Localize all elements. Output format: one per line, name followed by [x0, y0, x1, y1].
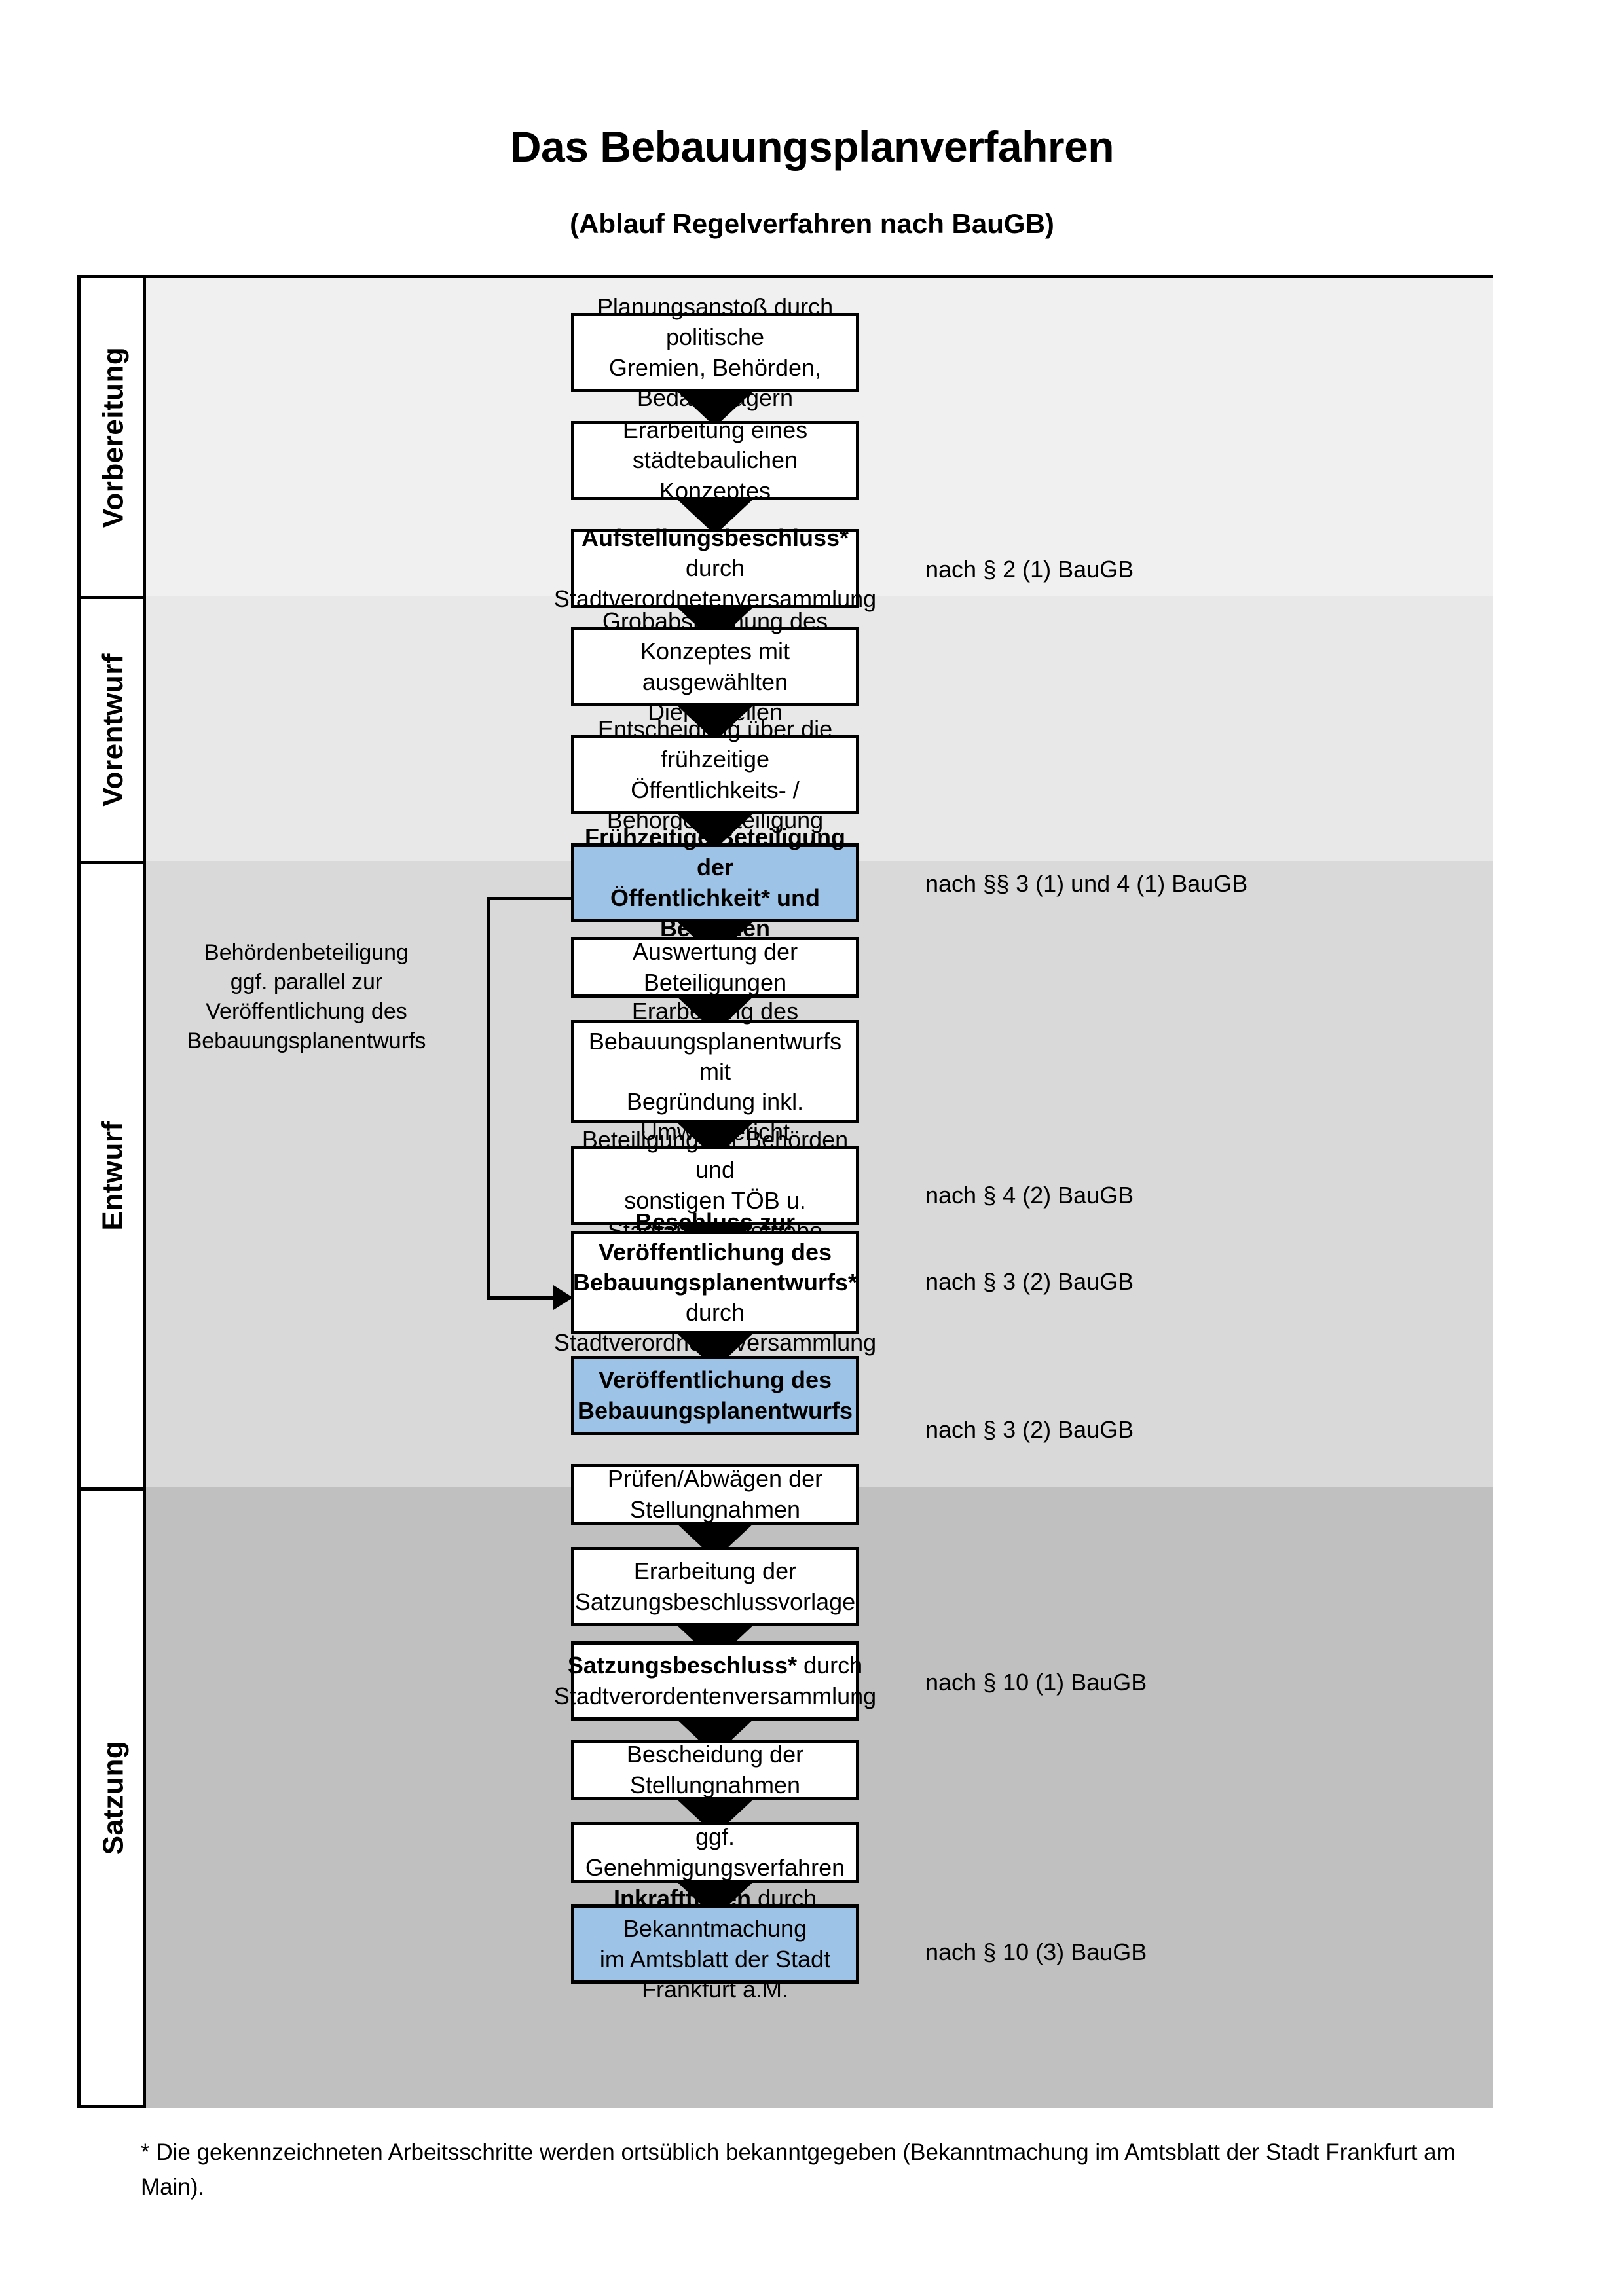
- arrow-1-2: [674, 389, 756, 427]
- step-box-10[interactable]: Beschluss zur Veröffentlichung des Bebau…: [554, 1209, 876, 1356]
- phase-cell-satzung: Satzung: [81, 1491, 146, 2105]
- phase-rail: Vorbereitung Vorentwurf Entwurf Satzung: [81, 278, 146, 2105]
- step-3-after-bold: durch: [685, 555, 745, 582]
- law-ref-5: nach § 3 (2) BauGB: [925, 1416, 1134, 1443]
- phase-label-satzung: Satzung: [97, 1740, 130, 1855]
- page-subtitle: (Ablauf Regelverfahren nach BauGB): [570, 208, 1054, 239]
- step-11-line-1: Veröffentlichung des: [598, 1366, 832, 1394]
- step-8-line-1: Erarbeitung des: [631, 997, 799, 1025]
- arrow-2-3: [674, 497, 756, 535]
- step-box-15[interactable]: Bescheidung der Stellungnahmen: [571, 1740, 859, 1800]
- step-box-5[interactable]: Entscheidung über die frühzeitige Öffent…: [571, 716, 859, 833]
- law-ref-6: nach § 10 (1) BauGB: [925, 1669, 1147, 1696]
- law-ref-4: nach § 3 (2) BauGB: [925, 1268, 1134, 1295]
- step-13-line-1: Erarbeitung der: [633, 1558, 797, 1585]
- step-10-after-bold: durch: [685, 1299, 745, 1326]
- law-ref-7: nach § 10 (3) BauGB: [925, 1939, 1147, 1965]
- step-15-line-1: Bescheidung der Stellungnahmen: [626, 1741, 804, 1798]
- step-1-line-1: Planungsanstoß durch politische: [597, 293, 834, 351]
- step-17-line-2: im Amtsblatt der Stadt Frankfurt a.M.: [599, 1945, 831, 2003]
- step-1-line-2: Gremien, Behörden, Bedarfsträgern: [608, 354, 822, 411]
- bypass-connector-vert: [487, 897, 490, 1300]
- step-4-line-1: Grobabstimmung des Konzeptes mit: [602, 608, 828, 665]
- step-box-11[interactable]: Veröffentlichung des Bebauungsplanentwur…: [571, 1356, 859, 1435]
- step-14-line-2: Stadtverordentenversammlung: [553, 1682, 877, 1709]
- phase-cell-vorentwurf: Vorentwurf: [81, 599, 146, 861]
- step-17-after-bold: durch Bekanntmachung: [623, 1885, 817, 1942]
- step-box-4[interactable]: Grobabstimmung des Konzeptes mit ausgewä…: [571, 608, 859, 725]
- bypass-connector-arrowhead: [553, 1285, 573, 1310]
- law-ref-2: nach §§ 3 (1) und 4 (1) BauGB: [925, 870, 1248, 897]
- step-box-14[interactable]: Satzungsbeschluss* durch Stadtverordente…: [554, 1641, 876, 1721]
- step-4-line-2: ausgewählten Dienststellen: [642, 668, 788, 725]
- step-13-line-2: Satzungsbeschlussvorlage: [574, 1588, 856, 1615]
- law-ref-3: nach § 4 (2) BauGB: [925, 1182, 1134, 1209]
- step-box-16[interactable]: ggf. Genehmigungsverfahren: [571, 1822, 859, 1883]
- step-box-17[interactable]: Inkrafttreten durch Bekanntmachung im Am…: [571, 1885, 859, 2003]
- step-box-7[interactable]: Auswertung der Beteiligungen: [571, 937, 859, 998]
- step-6-line-1: Frühzeitige Beteiligung der: [584, 824, 845, 881]
- step-14-after-bold: durch: [797, 1652, 863, 1679]
- phase-label-vorentwurf: Vorentwurf: [97, 653, 129, 807]
- step-16-line-1: ggf. Genehmigungsverfahren: [585, 1823, 845, 1881]
- bypass-connector-top: [487, 897, 572, 900]
- flowchart-frame: Vorbereitung Vorentwurf Entwurf Satzung …: [77, 275, 1493, 2108]
- step-box-6[interactable]: Frühzeitige Beteiligung der Öffentlichke…: [571, 824, 859, 941]
- arrow-5-6: [674, 811, 756, 849]
- phase-divider-1: [81, 596, 146, 599]
- side-note-behoerdenbeteiligung: Behördenbeteiligung ggf. parallel zur Ve…: [166, 938, 447, 1056]
- step-12-line-1: Prüfen/Abwägen der Stellungnahmen: [607, 1465, 823, 1523]
- step-10-bold: Beschluss zur Veröffentlichung des Bebau…: [572, 1208, 858, 1296]
- phase-divider-2: [81, 861, 146, 864]
- phase-cell-entwurf: Entwurf: [81, 864, 146, 1487]
- step-box-8[interactable]: Erarbeitung des Bebauungsplanentwurfs mi…: [571, 998, 859, 1145]
- side-note-line-2: ggf. parallel zur: [230, 969, 383, 994]
- step-box-2[interactable]: Erarbeitung eines städtebaulichen Konzep…: [571, 416, 859, 504]
- step-box-13[interactable]: Erarbeitung der Satzungsbeschlussvorlage: [571, 1547, 859, 1626]
- side-note-line-3: Veröffentlichung des: [206, 998, 407, 1024]
- bypass-connector-bottom: [487, 1296, 555, 1300]
- step-2-line-1: Erarbeitung eines städtebaulichen: [622, 416, 808, 474]
- phase-label-vorbereitung: Vorbereitung: [97, 346, 129, 528]
- step-5-line-1: Entscheidung über die frühzeitige: [597, 716, 833, 773]
- step-7-line-1: Auswertung der Beteiligungen: [632, 938, 798, 996]
- phase-cell-vorbereitung: Vorbereitung: [81, 278, 146, 596]
- step-box-12[interactable]: Prüfen/Abwägen der Stellungnahmen: [571, 1464, 859, 1525]
- footnote: * Die gekennzeichneten Arbeitsschritte w…: [141, 2140, 1456, 2200]
- step-box-9[interactable]: Beteiligung der Behörden und sonstigen T…: [571, 1126, 859, 1244]
- law-ref-1: nach § 2 (1) BauGB: [925, 556, 1134, 583]
- step-11-line-2: Bebauungsplanentwurfs: [577, 1396, 853, 1424]
- step-8-line-2: Bebauungsplanentwurfs mit: [588, 1027, 842, 1085]
- step-9-line-1: Beteiligung der Behörden und: [581, 1126, 849, 1184]
- side-note-line-1: Behördenbeteiligung: [204, 940, 409, 965]
- step-3-bold: Aufstellungsbeschluss*: [581, 524, 849, 552]
- step-box-1[interactable]: Planungsanstoß durch politische Gremien,…: [571, 293, 859, 411]
- step-14-bold: Satzungsbeschluss*: [567, 1652, 798, 1679]
- arrow-4-5: [674, 703, 756, 741]
- page-title: Das Bebauungsplanverfahren: [509, 122, 1115, 171]
- side-note-line-4: Bebauungsplanentwurfs: [187, 1028, 426, 1053]
- phase-label-entwurf: Entwurf: [97, 1121, 130, 1231]
- step-box-3[interactable]: Aufstellungsbeschluss* durch Stadtverord…: [554, 524, 876, 611]
- phase-divider-3: [81, 1487, 146, 1491]
- step-17-bold: Inkrafttreten: [613, 1885, 751, 1912]
